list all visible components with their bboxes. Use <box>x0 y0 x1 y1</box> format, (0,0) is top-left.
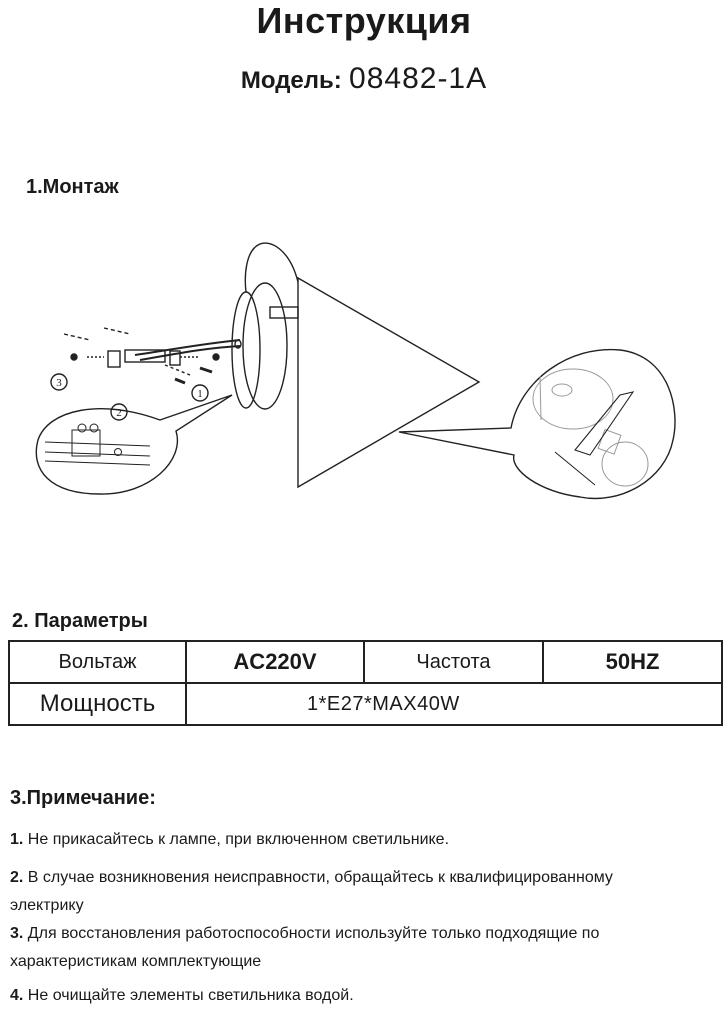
cone-shade <box>297 276 481 489</box>
note-item-1: 1. Не прикасайтесь к лампе, при включенн… <box>10 826 722 854</box>
note-text: Для восстановления работоспособности исп… <box>27 925 600 942</box>
note-item-2: 2. В случае возникновения неисправности,… <box>10 864 722 920</box>
callout-1: 1 <box>197 388 203 400</box>
callout-3: 3 <box>56 377 62 389</box>
note-text: В случае возникновения неисправности, об… <box>27 869 613 886</box>
section-heading-mounting: 1.Монтаж <box>26 176 119 198</box>
canopy-back <box>244 242 299 293</box>
cell-power-value: 1*E27*MAX40W <box>185 682 723 726</box>
cell-power-label: Мощность <box>8 682 187 726</box>
note-item-4: 4. Не очищайте элементы светильника водо… <box>10 982 722 1010</box>
section-heading-parameters: 2. Параметры <box>12 610 148 632</box>
cell-frequency-label: Частота <box>363 640 544 684</box>
section-heading-notes: 3.Примечание: <box>10 787 156 809</box>
note-text: Не прикасайтесь к лампе, при включенном … <box>27 831 450 848</box>
note-number: 2. <box>10 869 24 886</box>
cell-frequency-value: 50HZ <box>542 640 723 684</box>
wall-plate <box>242 282 288 410</box>
wall-plate-rim <box>231 291 261 409</box>
note-number: 1. <box>10 831 24 848</box>
cell-voltage-value: AC220V <box>185 640 365 684</box>
note-number: 3. <box>10 925 24 942</box>
callout-2: 2 <box>116 407 122 419</box>
model-value: 08482-1A <box>349 62 488 95</box>
terminal-detail-bubble <box>35 394 233 495</box>
table-row: Вольтаж AC220V Частота 50HZ <box>8 640 723 684</box>
note-text-continued: электрику <box>10 897 84 914</box>
note-number: 4. <box>10 987 24 1004</box>
page-title: Инструкция <box>256 0 472 41</box>
parameters-table: Вольтаж AC220V Частота 50HZ Мощность 1*E… <box>8 640 723 726</box>
model-label: Модель: <box>240 67 342 94</box>
note-item-3: 3. Для восстановления работоспособности … <box>10 920 722 976</box>
model-line: Модель: 08482-1A <box>0 62 728 96</box>
bulb-detail-bubble <box>398 348 676 500</box>
cell-voltage-label: Вольтаж <box>8 640 187 684</box>
table-row: Мощность 1*E27*MAX40W <box>8 682 723 726</box>
note-text: Не очищайте элементы светильника водой. <box>27 987 354 1004</box>
mounting-diagram: 3 1 2 <box>35 242 676 500</box>
note-text-continued: характеристикам комплектующие <box>10 953 262 970</box>
